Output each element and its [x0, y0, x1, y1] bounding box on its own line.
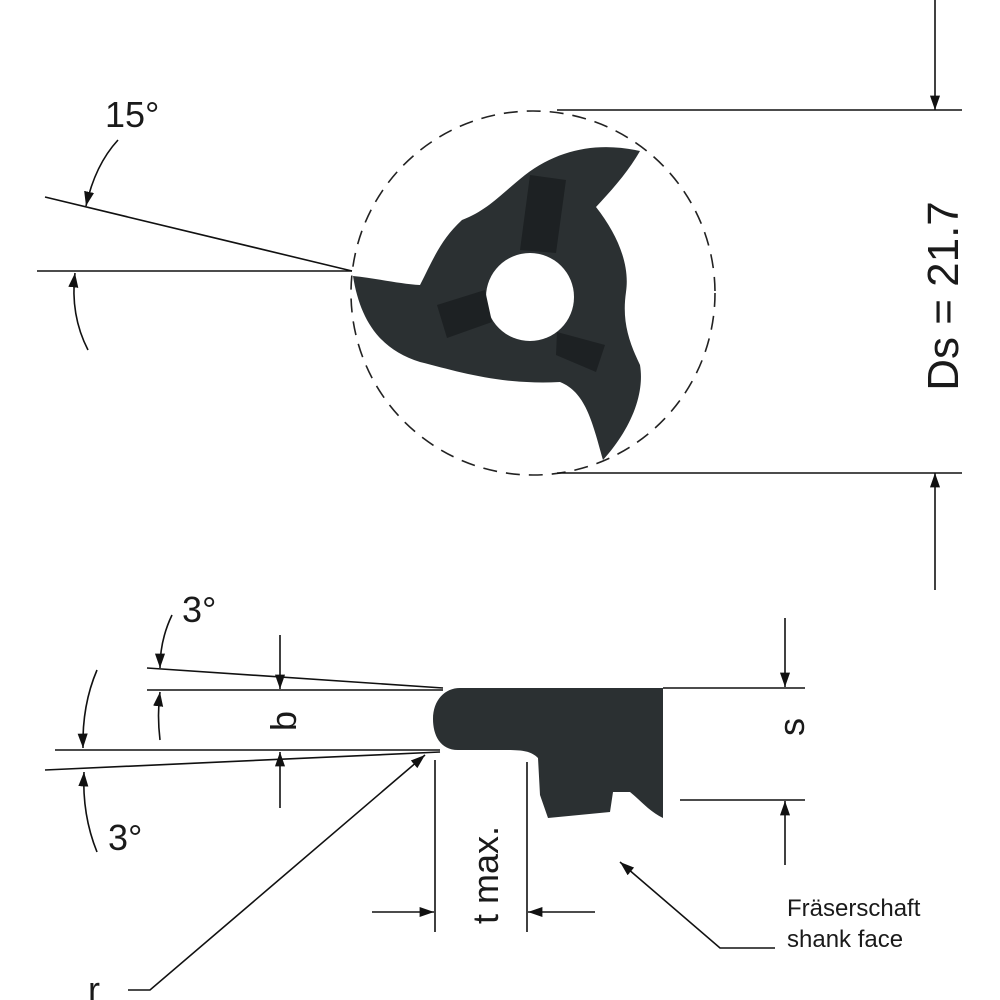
thickness-label: s: [771, 718, 812, 736]
thickness-dimension: s: [680, 618, 812, 865]
outer-diameter-circle: [350, 110, 716, 476]
width-label: b: [263, 711, 304, 731]
depth-dimension: t max.: [372, 760, 595, 932]
shank-face-callout: Fräserschaft shank face: [619, 861, 921, 953]
diameter-dimension: Ds = 21.7: [557, 0, 968, 590]
shank-label-de: Fräserschaft: [787, 895, 921, 922]
rake-angle-dimension: 15°: [37, 94, 353, 351]
cutter-front-view: [350, 110, 716, 476]
bore-hole: [486, 253, 574, 341]
diameter-label: Ds = 21.7: [919, 201, 968, 391]
width-dimension: b 3° 3°: [44, 589, 444, 858]
radius-callout: r: [88, 754, 426, 1000]
angle-top-label: 15°: [105, 94, 159, 135]
radius-label: r: [88, 969, 100, 1000]
angle-lower-label: 3°: [108, 817, 142, 858]
depth-label: t max.: [465, 826, 506, 924]
shank-label-en: shank face: [787, 926, 903, 953]
cutter-side-view: [433, 687, 805, 818]
angle-upper-label: 3°: [182, 589, 216, 630]
cutter-profile: [433, 688, 663, 818]
